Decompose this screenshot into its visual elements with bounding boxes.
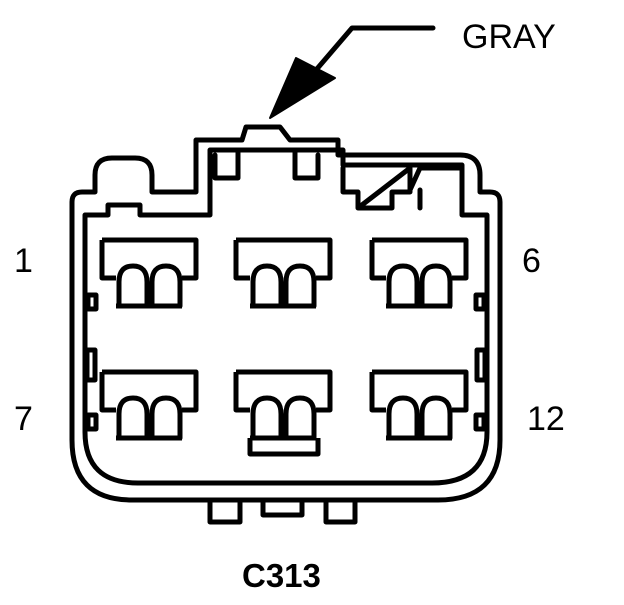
terminal-slot <box>283 263 317 309</box>
connector-housing-outer <box>69 124 503 503</box>
terminal-slot <box>149 263 183 309</box>
side-notch-left-mid <box>84 347 98 383</box>
side-notch-left-bot <box>85 412 99 432</box>
side-notch-right-mid <box>474 347 488 383</box>
terminal-cavity <box>369 237 469 309</box>
latch-lever <box>340 165 463 211</box>
arrow-head-icon <box>269 57 336 119</box>
side-notch-left-top <box>85 292 99 312</box>
terminal-slot <box>419 395 453 441</box>
bottom-tab-left <box>207 497 243 525</box>
terminal-slot <box>283 395 317 441</box>
pin-label-6: 6 <box>522 242 541 280</box>
terminal-cavity <box>369 369 469 441</box>
terminal-cavity <box>233 237 333 309</box>
terminal-cavity <box>99 237 199 309</box>
terminal-slot <box>250 263 284 309</box>
terminal-slot <box>386 263 420 309</box>
connector-housing-inner <box>82 147 490 486</box>
terminal-slot <box>116 263 150 309</box>
terminal-slot <box>116 395 150 441</box>
terminal-slot <box>250 395 284 441</box>
terminal-slot <box>419 263 453 309</box>
terminal-bridge <box>247 428 321 457</box>
side-notch-right-top <box>473 292 487 312</box>
terminal-slot <box>149 395 183 441</box>
bottom-tab-right <box>323 497 358 525</box>
terminal-cavity <box>99 369 199 441</box>
latch-post-left <box>212 147 241 181</box>
bottom-tab-center <box>260 497 305 518</box>
color-label: GRAY <box>462 18 556 56</box>
side-notch-right-bot <box>473 412 487 432</box>
leader-line <box>313 25 436 73</box>
latch-post-right <box>292 147 321 181</box>
terminal-cavity <box>233 369 333 457</box>
terminal-slot <box>386 395 420 441</box>
pin-label-7: 7 <box>14 400 33 438</box>
pin-label-1: 1 <box>14 242 33 280</box>
connector-id: C313 <box>242 557 321 594</box>
pin-label-12: 12 <box>527 400 565 438</box>
